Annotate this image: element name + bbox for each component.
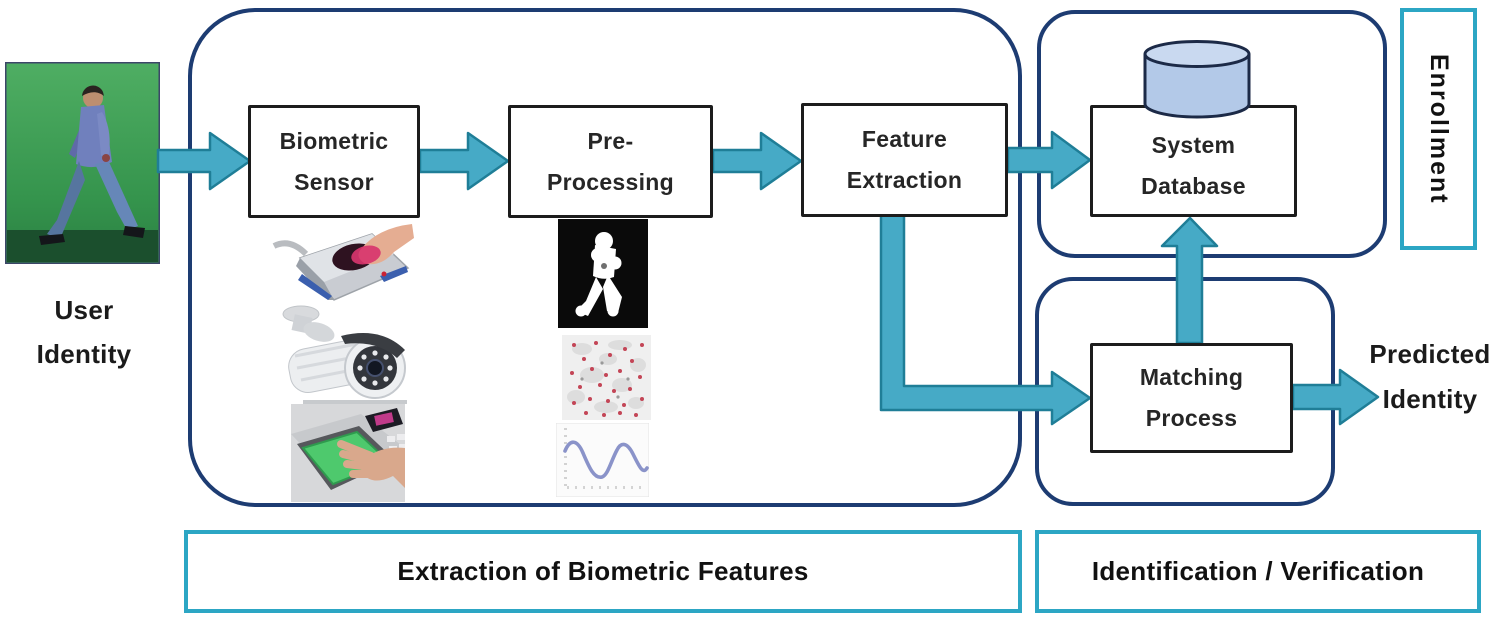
palm-scanner-icon <box>291 404 405 502</box>
feature-points-icon <box>562 335 651 420</box>
section-identification-verification: Identification / Verification <box>1035 530 1481 613</box>
node-system-database: System Database <box>1090 105 1297 217</box>
user-identity-label: User Identity <box>36 295 132 369</box>
fingerprint-scanner-icon <box>272 224 414 301</box>
section-extraction-of-biometric-features: Extraction of Biometric Features <box>184 530 1022 613</box>
node-biometric-sensor: Biometric Sensor <box>248 105 420 218</box>
enrollment-label: Enrollment <box>1425 53 1453 205</box>
section-enrollment: Enrollment <box>1400 8 1477 250</box>
database-cylinder-icon <box>1143 40 1251 119</box>
node-feature-extraction: Feature Extraction <box>801 103 1008 217</box>
walking-person-photo <box>5 62 160 264</box>
node-pre-processing: Pre- Processing <box>508 105 713 218</box>
predicted-identity-label: Predicted Identity <box>1369 339 1491 414</box>
node-matching-process: Matching Process <box>1090 343 1293 453</box>
cctv-camera-icon <box>282 305 407 404</box>
signal-waveform-icon <box>556 423 649 497</box>
gait-silhouette-icon <box>558 219 648 328</box>
